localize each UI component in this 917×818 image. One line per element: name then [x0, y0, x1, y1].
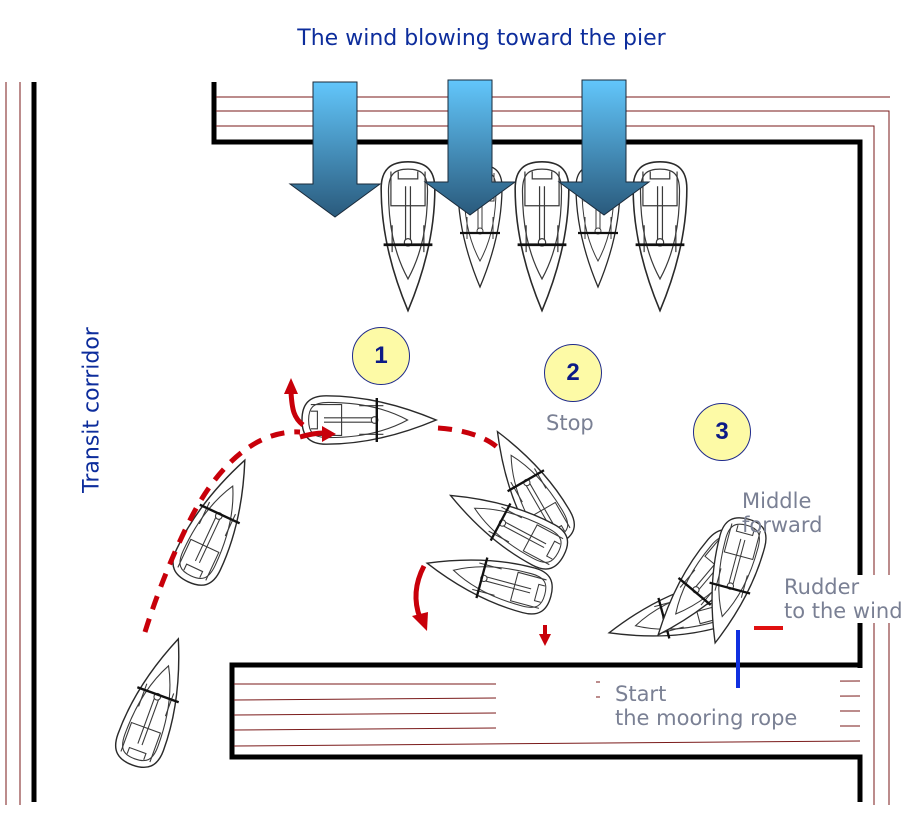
maneuver-boat-icon: [164, 448, 268, 594]
diagram-title: The wind blowing toward the pier: [297, 26, 666, 51]
turn-arrows: [284, 378, 551, 646]
mooring-rope-label: Start the mooring rope: [615, 682, 797, 730]
step-3-badge: 3: [693, 403, 751, 461]
middle-forward-line-2: forward: [742, 513, 823, 537]
mooring-line-2: the mooring rope: [615, 706, 798, 730]
maneuver-path: [142, 425, 500, 633]
maneuver-boat-icon: [108, 629, 203, 775]
wind-arrow-icon: [288, 81, 382, 218]
rudder-line-2: to the wind: [784, 599, 903, 623]
step-1-badge: 1: [352, 327, 410, 385]
stop-label: Stop: [546, 411, 594, 435]
wind-arrow-icon: [557, 79, 651, 216]
rudder-line-1: Rudder: [784, 575, 860, 599]
wind-arrow-icon: [423, 79, 517, 216]
bottom-pier: [229, 662, 863, 802]
rudder-label: Rudder to the wind: [784, 575, 907, 623]
step-2-badge: 2: [544, 344, 602, 402]
moored-boat-icon: [513, 160, 571, 312]
mooring-line-1: Start: [615, 682, 667, 706]
corridor-wall-left: [5, 82, 37, 805]
wind-arrows: [288, 79, 651, 218]
moored-boat-icon: [379, 160, 437, 312]
middle-forward-line-1: Middle: [742, 489, 812, 513]
transit-corridor-label: Transit corridor: [79, 327, 105, 493]
middle-forward-label: Middle forward: [742, 489, 823, 537]
